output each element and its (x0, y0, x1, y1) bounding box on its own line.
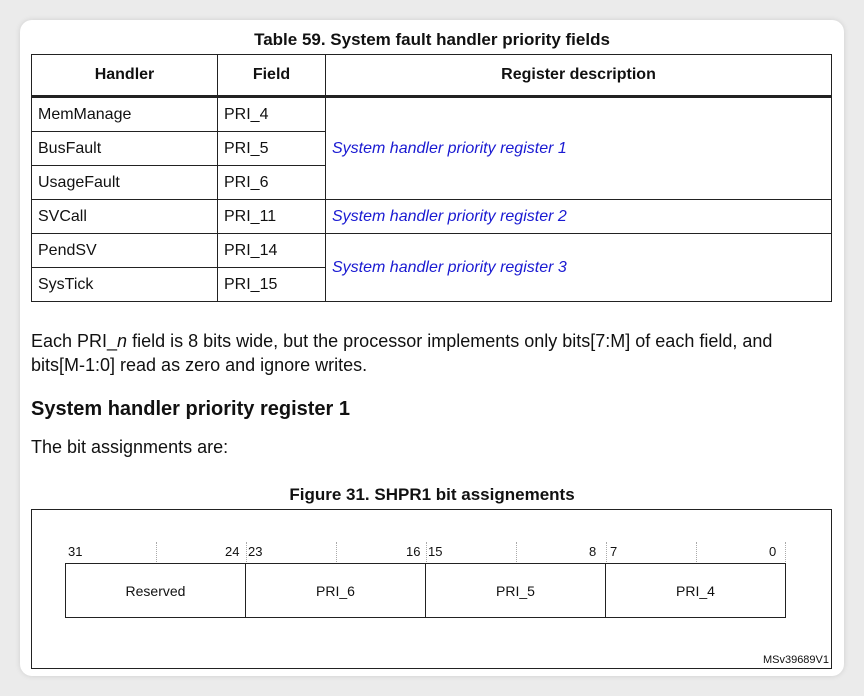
handler-cell: MemManage (31, 96, 218, 132)
bit-number: 7 (610, 544, 618, 559)
header-field: Field (217, 54, 326, 98)
tick-mark (696, 542, 697, 562)
bit-number: 15 (428, 544, 443, 559)
tick-mark (336, 542, 337, 562)
paragraph-italic-n: n (117, 331, 128, 351)
handler-cell: BusFault (31, 131, 218, 166)
document-page: Table 59. System fault handler priority … (20, 20, 844, 676)
body-paragraph: Each PRI_n field is 8 bits wide, but the… (31, 329, 831, 377)
bit-number: 24 (225, 544, 240, 559)
tick-mark (246, 542, 247, 562)
tick-mark (785, 542, 786, 562)
table-row: MemManage PRI_4 System handler priority … (31, 96, 832, 200)
intro-text: The bit assignments are: (31, 437, 229, 457)
bit-number: 0 (769, 544, 777, 559)
tick-mark (156, 542, 157, 562)
table-row: UsageFault PRI_6 (31, 165, 832, 200)
figure-title: Figure 31. SHPR1 bit assignements (289, 485, 575, 504)
field-pri-4: PRI_4 (605, 563, 786, 618)
bit-number: 23 (248, 544, 263, 559)
figure-code: MSv39689V1 (762, 654, 829, 666)
field-cell: PRI_11 (217, 199, 326, 234)
handler-cell: UsageFault (31, 165, 218, 200)
table-title: Table 59. System fault handler priority … (254, 30, 610, 49)
header-handler: Handler (31, 54, 218, 98)
table-row: SysTick PRI_15 (31, 267, 832, 302)
field-cell: PRI_14 (217, 233, 326, 268)
bit-assignment-figure: 31 24 23 16 15 8 7 0 Reserved PRI_6 PRI_… (31, 509, 832, 669)
header-register-description: Register description (325, 54, 832, 98)
table-row: PendSV PRI_14 System handler priority re… (31, 233, 832, 302)
priority-fields-table: Handler Field Register description MemMa… (31, 54, 832, 302)
handler-cell: PendSV (31, 233, 218, 268)
paragraph-text-start: Each PRI_ (31, 331, 118, 351)
paragraph-text-end: field is 8 bits wide, but the processor … (31, 331, 773, 375)
section-heading: System handler priority register 1 (31, 398, 351, 420)
table-row: BusFault PRI_5 (31, 131, 832, 166)
table-row: SVCall PRI_11 System handler priority re… (31, 199, 832, 234)
field-cell: PRI_15 (217, 267, 326, 302)
field-pri-6: PRI_6 (245, 563, 426, 618)
field-reserved: Reserved (65, 563, 246, 618)
handler-cell: SysTick (31, 267, 218, 302)
field-pri-5: PRI_5 (425, 563, 606, 618)
bit-number: 31 (68, 544, 83, 559)
field-cell: PRI_5 (217, 131, 326, 166)
handler-cell: SVCall (31, 199, 218, 234)
field-cell: PRI_6 (217, 165, 326, 200)
tick-mark (516, 542, 517, 562)
tick-mark (606, 542, 607, 562)
tick-mark (426, 542, 427, 562)
bit-number: 16 (406, 544, 421, 559)
register-link[interactable]: System handler priority register 3 (325, 233, 832, 302)
field-cell: PRI_4 (217, 96, 326, 132)
table-header-row: Handler Field Register description (31, 54, 832, 98)
register-link[interactable]: System handler priority register 2 (325, 199, 832, 234)
register-link[interactable]: System handler priority register 1 (325, 96, 832, 200)
bit-number: 8 (589, 544, 597, 559)
